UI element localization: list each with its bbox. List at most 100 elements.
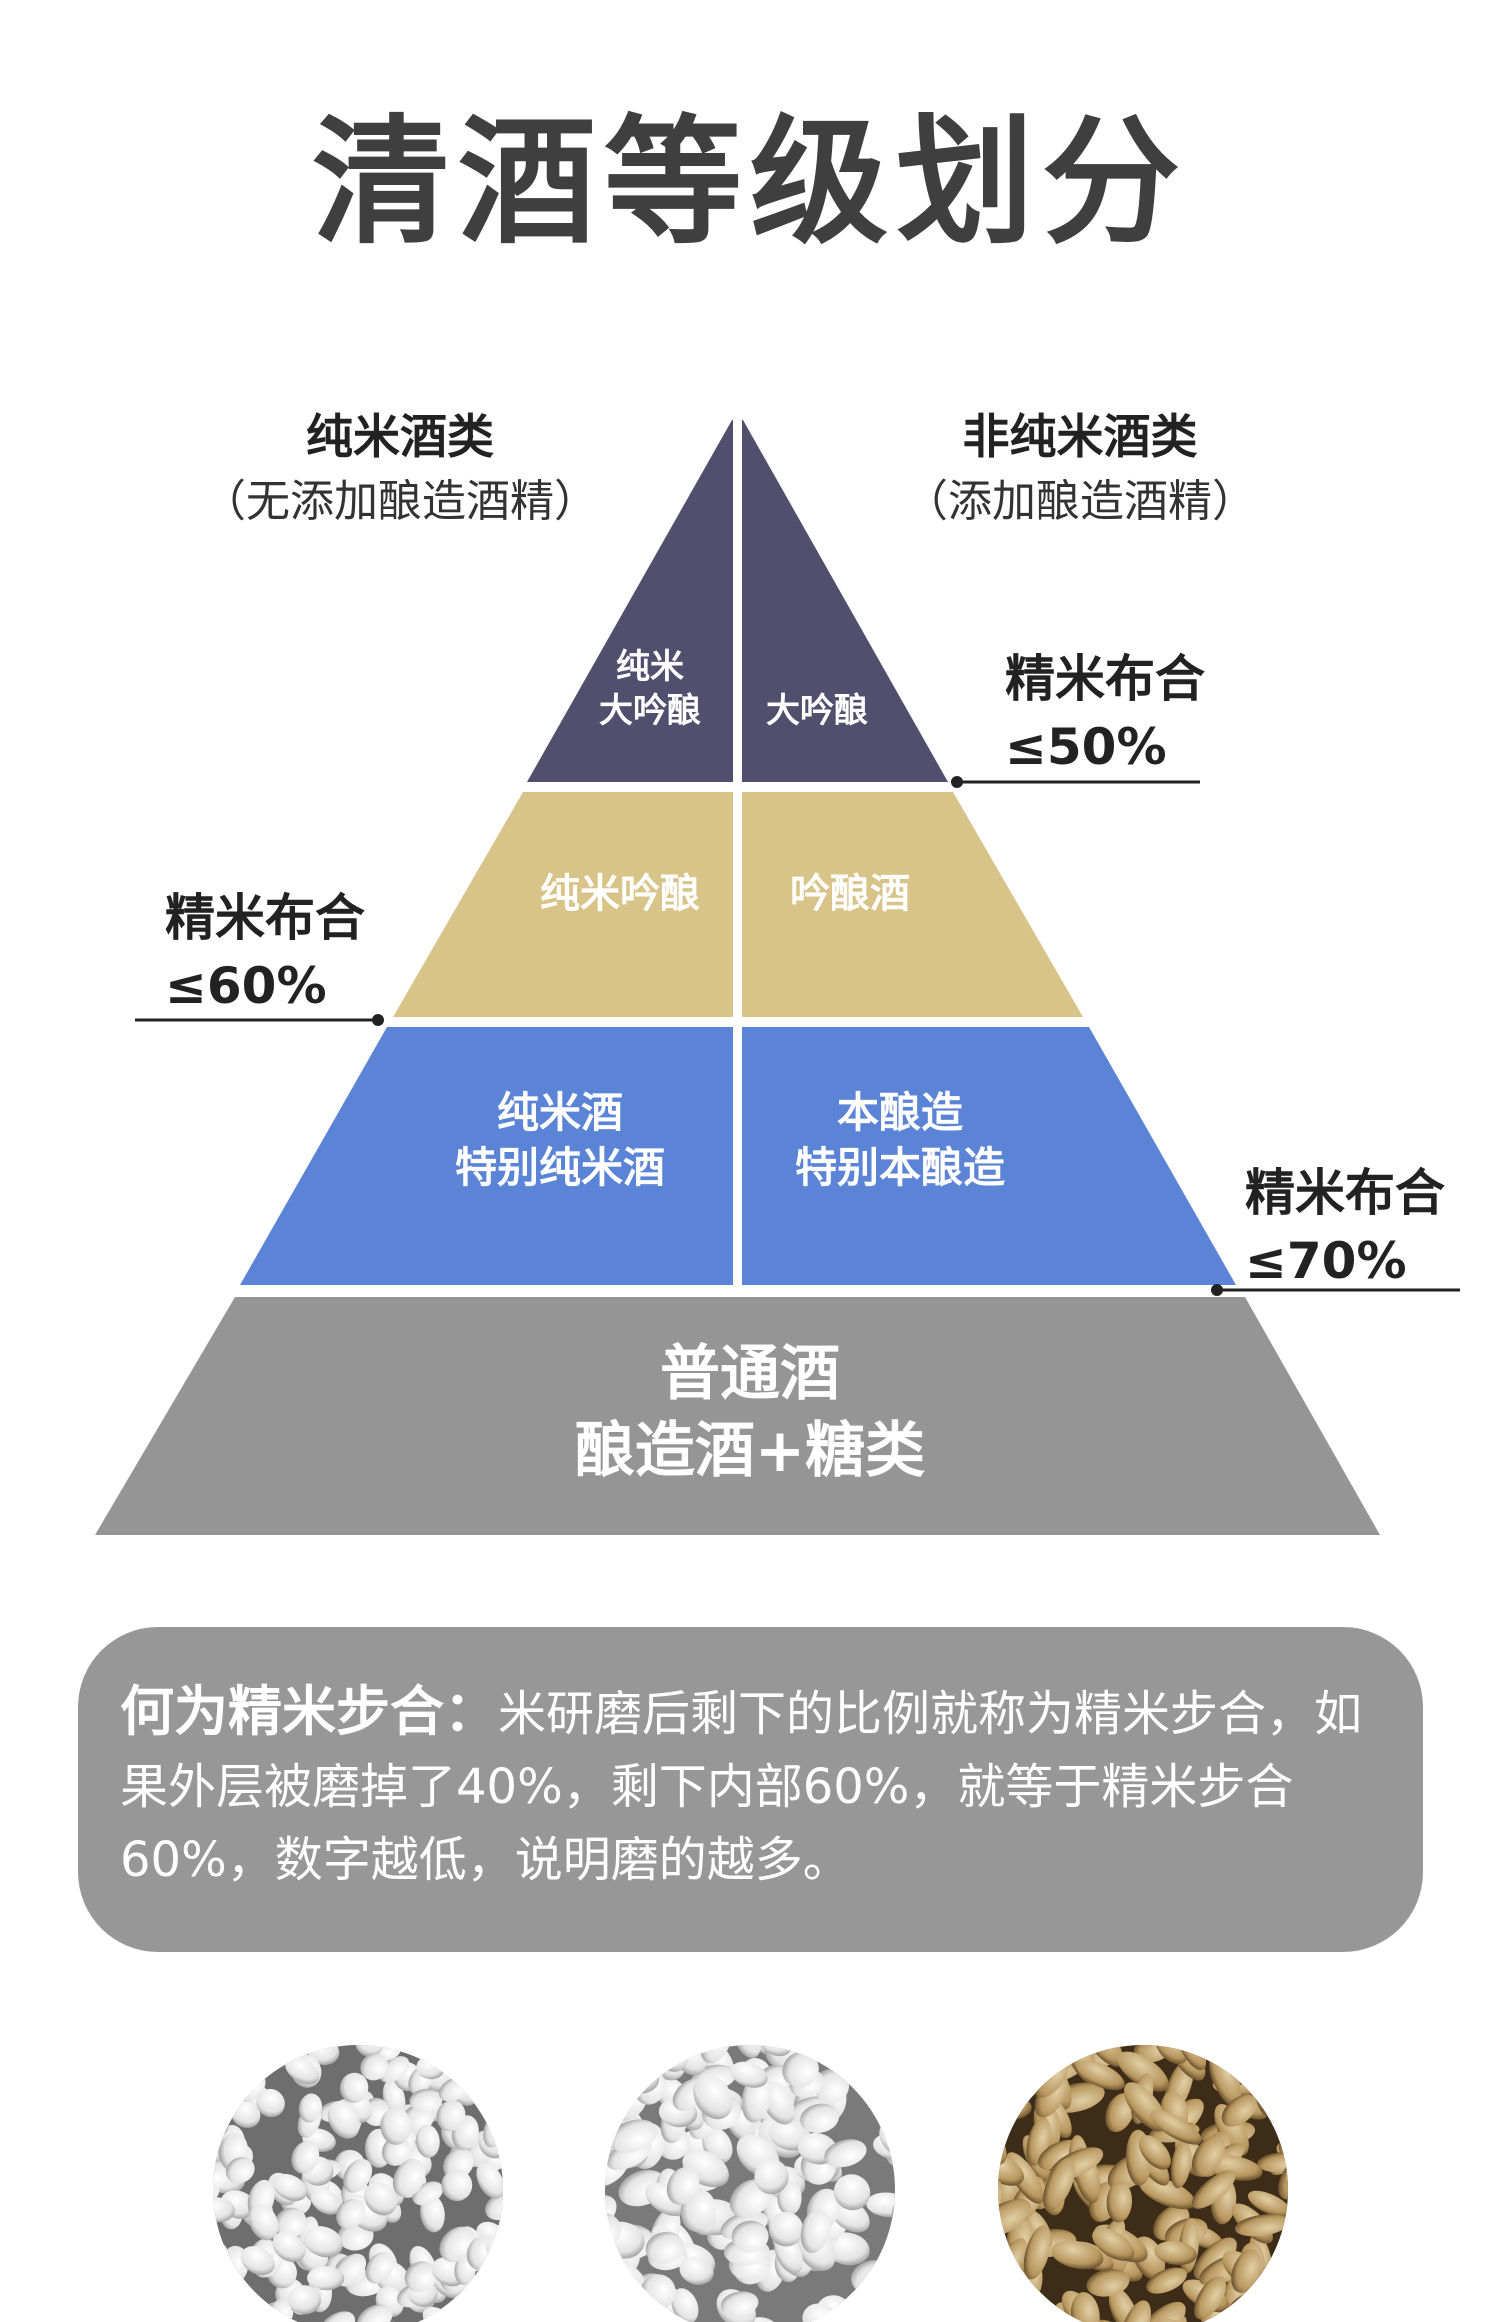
category-right-subtitle: （添加酿造酒精） [904,476,1256,527]
rice-grain [343,2158,373,2193]
rice-grain [272,2231,306,2263]
rice-grain [1247,2190,1288,2218]
rice-grain [1071,2292,1100,2322]
pyramid-third-right [742,1027,1236,1285]
rice-grain [495,2303,503,2322]
tier-third-left-label: 纯米酒 特别纯米酒 [420,1086,700,1195]
rice-grain [1249,2297,1288,2322]
rice-grain [800,2103,840,2134]
rice-grain [700,2045,732,2064]
rice-grain [1194,2276,1226,2320]
tier-top-right-label: 大吟酿 [752,689,882,733]
rice-grain [245,2303,268,2322]
rice-grain [223,2071,251,2094]
rice-grain [336,2199,366,2229]
pyramid-top-left [527,420,733,782]
sake-grade-pyramid [95,420,1460,1535]
rice-grain [497,2045,503,2056]
rice-grain [179,2157,217,2190]
rice-grain [453,2045,485,2069]
rice-grain [866,2281,895,2318]
rice-grain [998,2075,1009,2101]
rice-grain [318,2311,356,2322]
rice-grain [616,2045,642,2068]
rice-grain [884,2269,895,2315]
rice-grain [833,2174,871,2211]
polish-label-50: 精米布合 ≤50% [1005,646,1205,781]
polish-label-60: 精米布合 ≤60% [165,885,365,1020]
rice-grain [382,2136,411,2166]
rice-grain [225,2156,255,2184]
rice-grain [682,2045,708,2051]
rice-grain [866,2192,895,2218]
category-left-title: 纯米酒类 [306,410,494,465]
rice-grain [273,2173,308,2202]
rice-grain [189,2016,210,2050]
rice-grain [285,2056,320,2085]
leader-dot-50 [951,776,963,788]
rice-grain [213,2197,236,2223]
rice-grain [475,2045,503,2080]
rice-grain [487,2055,503,2085]
rice-grain [824,2139,867,2168]
category-right-title: 非纯米酒类 [962,410,1198,465]
rice-grain [605,2312,627,2322]
rice-grain [605,2311,621,2322]
rice-grain [436,2100,466,2132]
rice-grain [1150,2110,1202,2145]
rice-grain [1051,2240,1104,2270]
rice-grain [817,2045,852,2061]
rice-grain [472,2081,503,2107]
rice-grain [213,2056,233,2086]
polish-label-70-value: ≤70% [1245,1231,1407,1290]
rice-grain [1284,2099,1288,2156]
rice-grain [439,2226,476,2263]
rice-grain [1231,2249,1262,2293]
rice-grain [1139,2176,1196,2210]
rice-grain [605,2275,628,2316]
rice-grain [360,2053,389,2081]
rice-grain [274,2207,307,2238]
rice-grain [998,2198,1032,2237]
pyramid-third-left [240,1027,733,1285]
rice-grain [474,2062,503,2093]
rice-grain [731,2220,769,2253]
rice-grain [1257,2152,1288,2173]
rice-grain [841,2045,883,2072]
rice-grain [287,2285,321,2315]
rice-grain [844,2050,883,2082]
rice-grain [303,2226,343,2258]
rice-grain [758,2045,792,2057]
rice-grain [998,2073,1017,2118]
rice-grain [291,2141,320,2174]
rice-grain [1154,2241,1197,2265]
rice-grain [720,2291,759,2317]
rice-grain [438,2045,467,2049]
rice-grain [436,2316,472,2322]
rice-grain [998,2155,1024,2186]
rice-grain [262,2045,294,2050]
polish-label-50-name: 精米布合 [1005,650,1205,708]
explanation-text: 米研磨后剩下的比例就称为精米步合，如果外层被磨掉了40%，剩下内部60%，就等于… [120,1686,1363,1888]
rice-grain [998,2045,1016,2054]
rice-grain [1117,2051,1169,2092]
tier-third-left-line2: 特别纯米酒 [454,1142,665,1192]
rice-grain [800,2208,830,2254]
rice-grain [855,2045,892,2076]
rice-grain [476,2162,503,2199]
rice-grain [1191,2135,1226,2177]
rice-grain [1275,2278,1288,2314]
rice-grain [782,2051,819,2088]
rice-grain [240,2246,275,2276]
tier-third-right-line2: 特别本酿造 [794,1142,1005,1192]
tier-third-right-line1: 本酿造 [836,1088,963,1137]
pyramid-second-right [742,792,1083,1017]
rice-grain [666,2166,700,2206]
explanation-heading: 何为精米步合： [120,1680,498,1743]
rice-grain [463,2045,493,2060]
rice-grain [609,2119,658,2153]
rice-grain [1108,2287,1139,2322]
rice-grain [441,2169,473,2201]
pyramid-top-right [742,420,948,782]
rice-grain [1006,2304,1034,2322]
